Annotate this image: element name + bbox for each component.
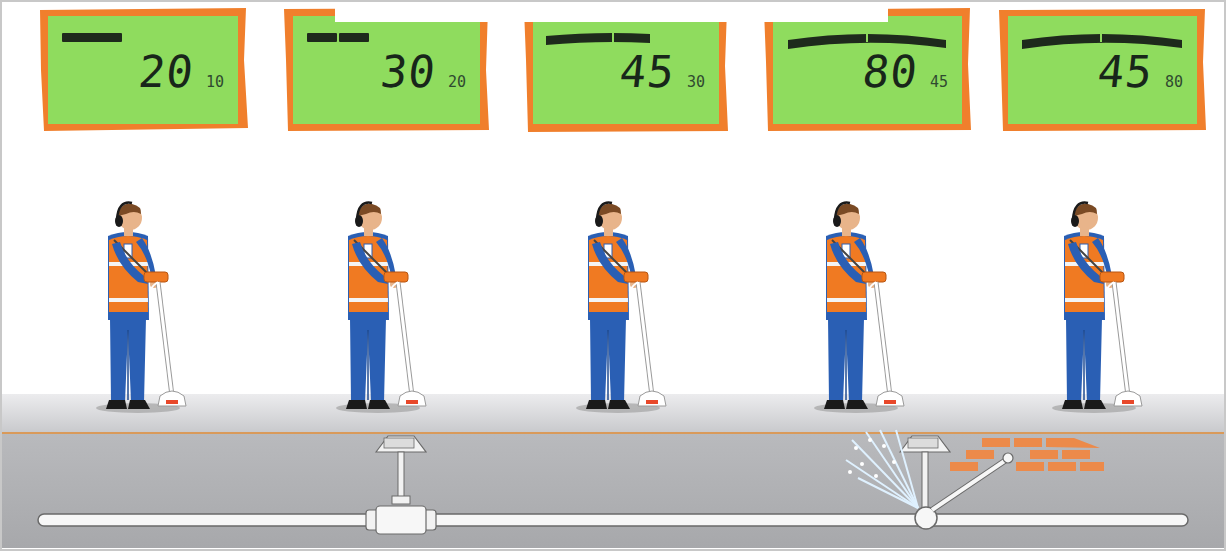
previous-value: 20 (448, 73, 466, 91)
valve (366, 436, 436, 534)
reading-value: 20 (136, 46, 196, 97)
previous-value: 80 (1165, 73, 1183, 91)
previous-value: 45 (930, 73, 948, 91)
lcd-display: 45 30 (533, 16, 719, 124)
reading-value: 45 (1095, 46, 1155, 97)
leaking-valve (900, 436, 1013, 529)
reading-value: 45 (617, 46, 677, 97)
top-strip (335, 2, 888, 22)
lcd-display: 80 45 (773, 16, 962, 124)
lcd-display: 2010 (48, 16, 238, 124)
reading-value: 80 (860, 46, 920, 97)
workers (96, 203, 1142, 413)
bricks (950, 438, 1104, 471)
previous-value: 10 (206, 73, 224, 91)
water-spray (846, 430, 918, 508)
lcd-display: 45 80 (1008, 16, 1197, 124)
previous-value: 30 (687, 73, 705, 91)
display-panels (40, 8, 1206, 132)
reading-value: 30 (378, 46, 438, 97)
lcd-display: 30 20 (293, 16, 480, 124)
